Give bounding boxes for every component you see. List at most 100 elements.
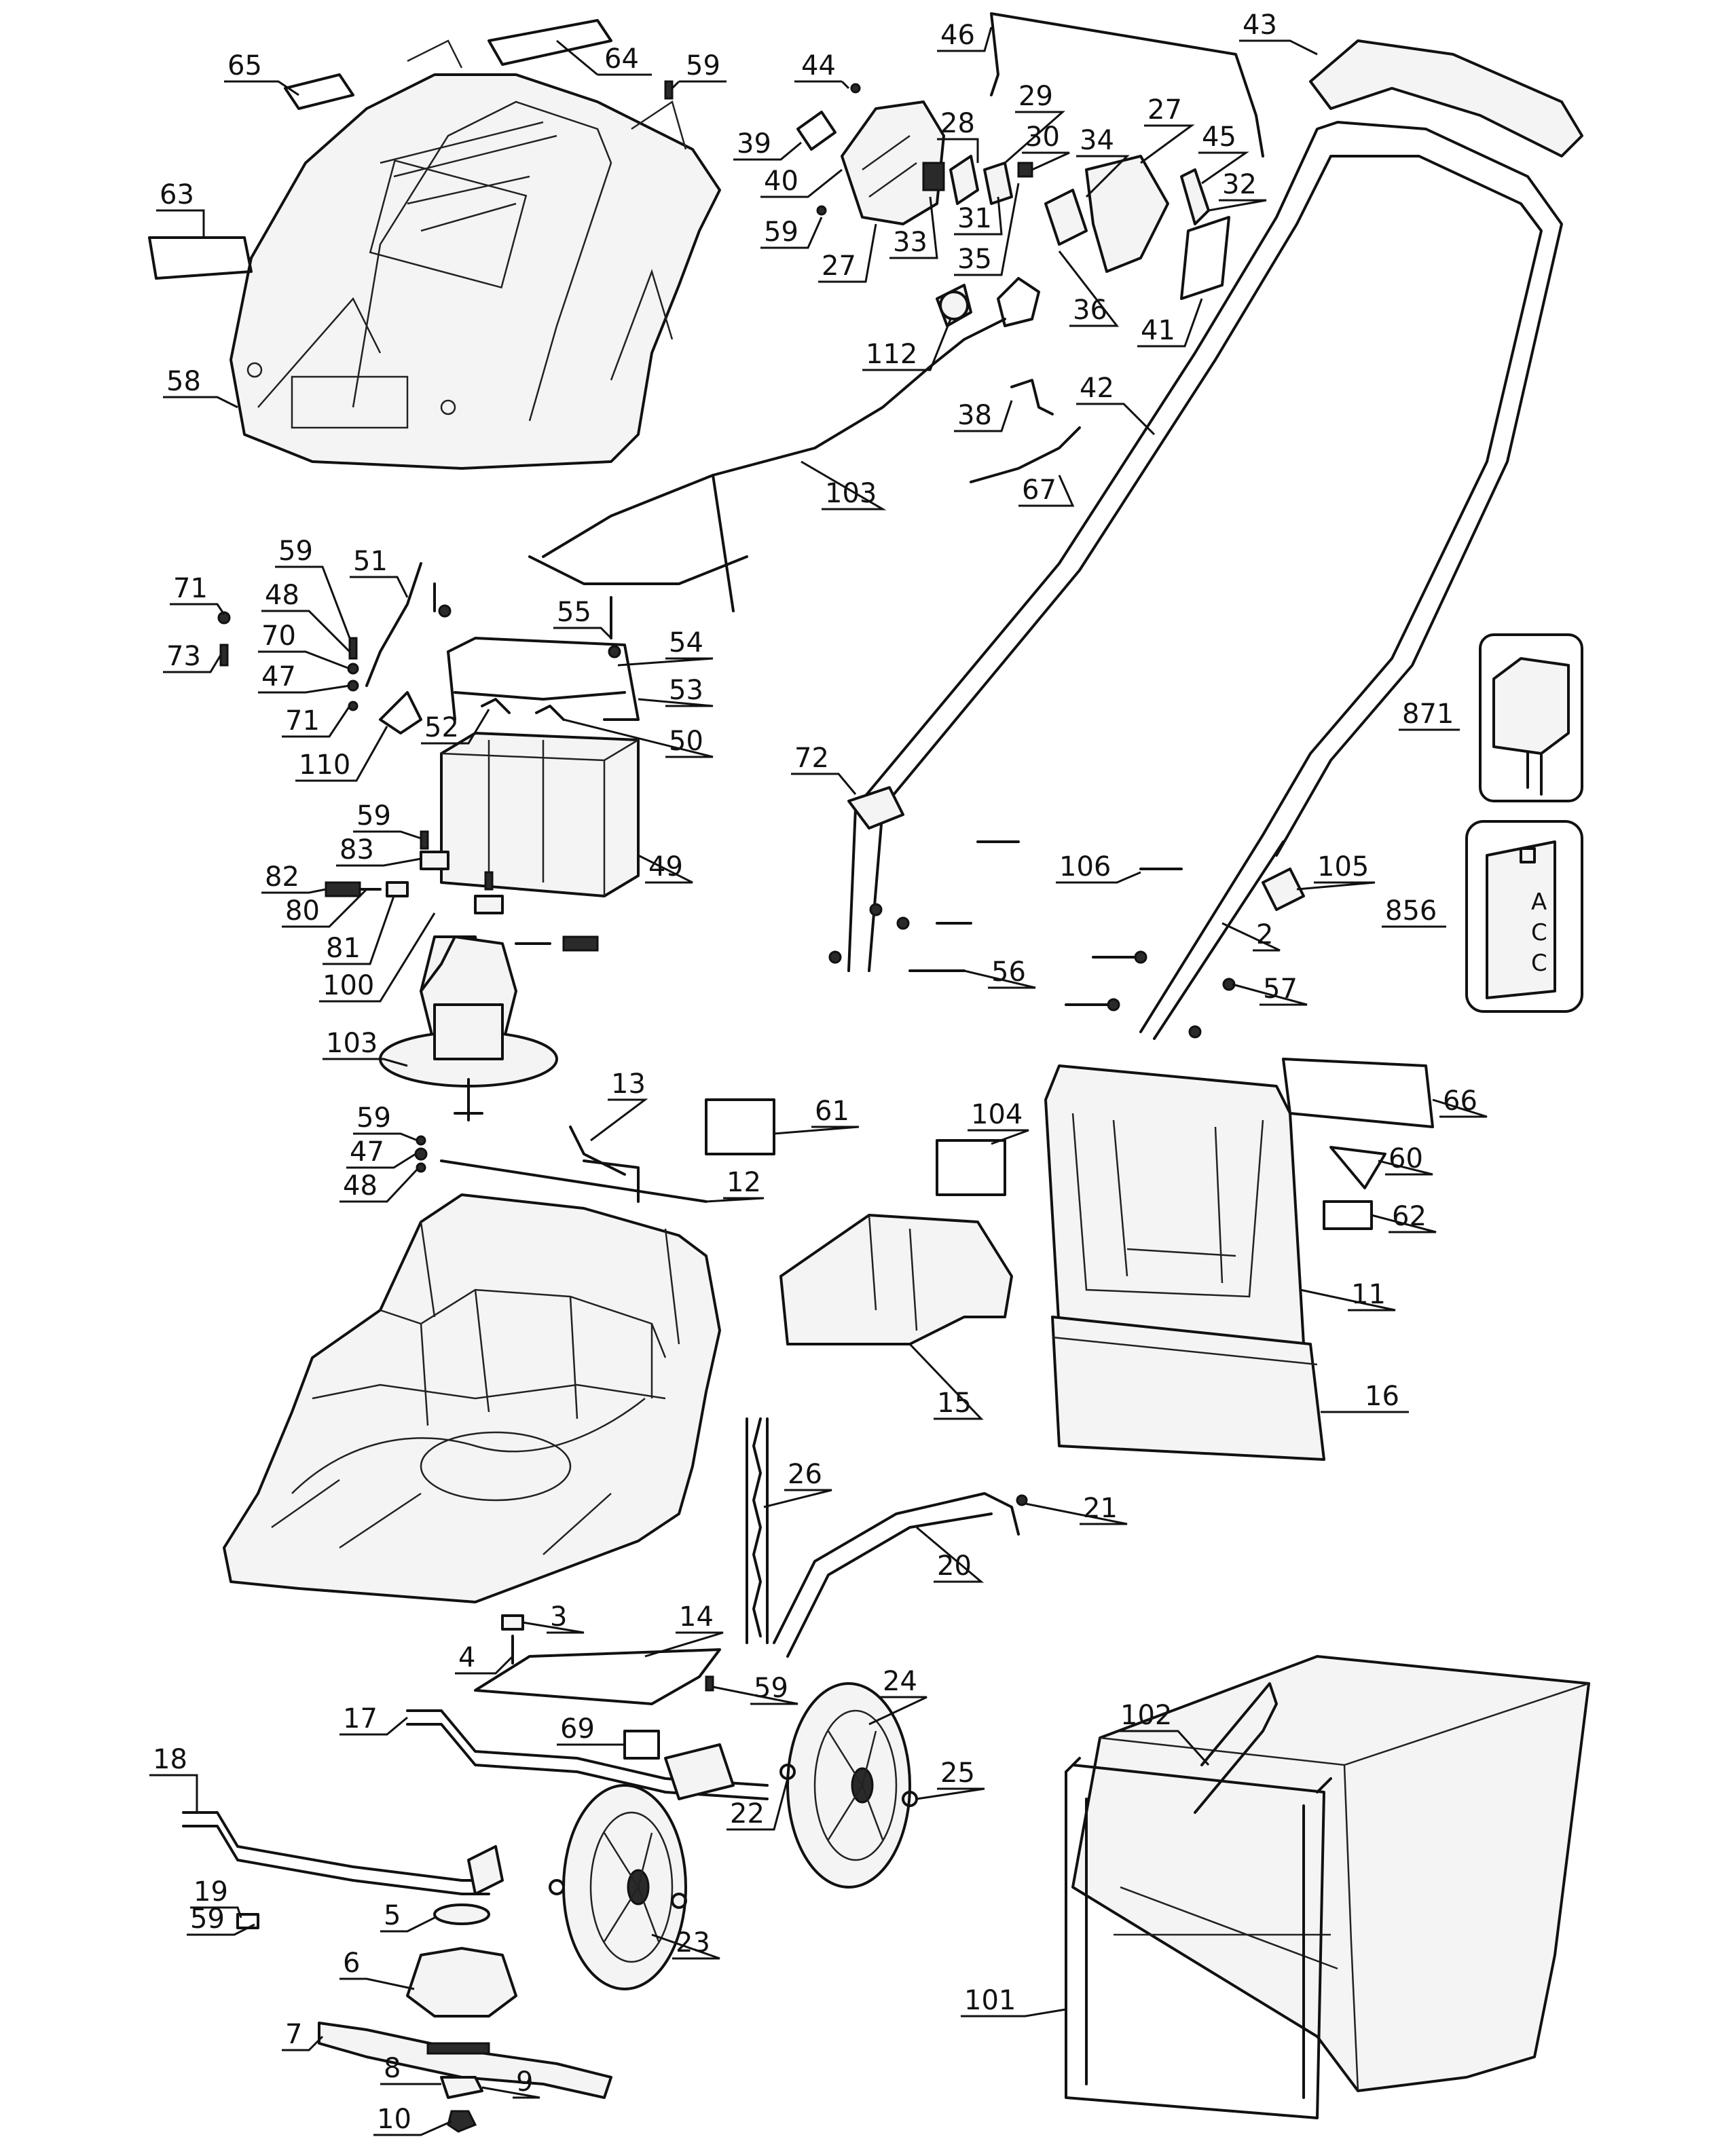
callout: 81 xyxy=(326,933,361,964)
label-66 xyxy=(1282,1058,1434,1128)
callout: 13 xyxy=(611,1068,646,1100)
callout: 11 xyxy=(1351,1279,1386,1310)
callout: 6 xyxy=(343,1948,360,1979)
callout: 103 xyxy=(825,478,877,509)
wheel-23 xyxy=(562,1784,687,1990)
callout: 71 xyxy=(173,573,208,604)
callout: 33 xyxy=(893,227,927,258)
callout: 59 xyxy=(190,1903,225,1935)
flap-frame-11 xyxy=(1044,1064,1305,1345)
callout: 69 xyxy=(560,1713,595,1745)
label-64 xyxy=(488,19,612,66)
callout: 104 xyxy=(971,1099,1023,1130)
callout: 46 xyxy=(940,20,975,51)
callout: 60 xyxy=(1389,1143,1423,1174)
charger-box xyxy=(1479,633,1583,802)
callout: 54 xyxy=(669,627,703,658)
callout: 19 xyxy=(194,1876,228,1908)
label-box xyxy=(1465,820,1583,1013)
lower-handle-2 xyxy=(847,806,884,972)
callout: 43 xyxy=(1243,10,1277,41)
label-62 xyxy=(1323,1200,1373,1230)
top-cover xyxy=(229,39,721,470)
callout: 112 xyxy=(866,339,917,370)
clamp-72 xyxy=(847,786,904,830)
callout: 14 xyxy=(679,1601,714,1633)
axle-18 xyxy=(182,1811,490,1882)
nut-21 xyxy=(1016,1494,1028,1506)
plate-14 xyxy=(474,1648,721,1705)
upper-handle-42 xyxy=(854,121,1563,857)
callout: 34 xyxy=(1080,125,1114,156)
label-856 xyxy=(1486,840,1556,999)
switch-box xyxy=(796,83,1230,327)
bracket-19 xyxy=(236,1913,259,1929)
callout: 27 xyxy=(1147,94,1182,126)
lever-46 xyxy=(990,12,1264,157)
clip-52 xyxy=(481,698,511,714)
handle-grip-43 xyxy=(1309,39,1583,157)
callout: 63 xyxy=(160,179,194,210)
callout: 25 xyxy=(940,1758,975,1789)
callout: 70 xyxy=(261,620,296,652)
callout: 31 xyxy=(957,203,992,234)
callout: 5 xyxy=(384,1900,401,1931)
callout: 28 xyxy=(940,108,975,139)
cable-67 xyxy=(970,426,1081,483)
callout: 44 xyxy=(801,50,836,81)
fan-6 xyxy=(406,1947,517,2018)
callout: 64 xyxy=(604,43,639,75)
callout: 110 xyxy=(299,749,350,781)
screw-73 xyxy=(219,644,229,667)
callout: 36 xyxy=(1073,295,1107,326)
rod-12 xyxy=(440,1159,707,1203)
callout: 82 xyxy=(265,861,299,893)
bolts xyxy=(828,840,1236,1039)
callout: 48 xyxy=(343,1170,378,1202)
bushing-3 xyxy=(501,1614,524,1631)
callout: 67 xyxy=(1022,475,1056,506)
callout: 17 xyxy=(343,1703,378,1734)
motor xyxy=(379,935,558,1121)
callout: 106 xyxy=(1059,851,1111,882)
callout: 16 xyxy=(1365,1381,1399,1412)
mower-deck xyxy=(223,1193,721,1603)
callout: 26 xyxy=(788,1459,822,1490)
callout: 10 xyxy=(377,2104,411,2135)
wire-110 xyxy=(379,691,422,735)
callout: 30 xyxy=(1025,122,1060,153)
washer-8 xyxy=(440,2076,483,2099)
label-60 xyxy=(1329,1146,1386,1189)
callout: 53 xyxy=(669,675,703,706)
callout: 40 xyxy=(764,166,798,197)
callout: 72 xyxy=(794,743,829,774)
callout: 49 xyxy=(648,851,683,882)
bag-frame-101 xyxy=(1065,1757,1332,2119)
callout: 24 xyxy=(883,1666,917,1697)
callout: 52 xyxy=(424,712,459,743)
label-856-line3: C xyxy=(1531,950,1547,977)
callout: 35 xyxy=(957,244,992,275)
label-63 xyxy=(148,236,253,280)
callout: 48 xyxy=(265,580,299,611)
screw-59-top xyxy=(664,80,674,100)
callout: 856 xyxy=(1385,895,1437,927)
label-65 xyxy=(284,73,354,110)
callout: 62 xyxy=(1392,1201,1427,1232)
clamp-105 xyxy=(1262,868,1305,911)
callout: 59 xyxy=(278,536,313,567)
callout: 55 xyxy=(557,597,591,628)
callout: 100 xyxy=(323,970,374,1001)
label-856-line2: C xyxy=(1531,919,1547,946)
callout: 59 xyxy=(764,217,798,248)
callout: 22 xyxy=(730,1798,765,1829)
callout: 80 xyxy=(285,895,320,927)
callout: 18 xyxy=(153,1744,187,1775)
nut-71 xyxy=(217,611,231,625)
charger-871 xyxy=(1492,657,1570,755)
callout: 32 xyxy=(1222,169,1257,200)
callout: 65 xyxy=(227,50,262,81)
wire-51 xyxy=(365,562,422,687)
wheel-24 xyxy=(786,1682,911,1889)
